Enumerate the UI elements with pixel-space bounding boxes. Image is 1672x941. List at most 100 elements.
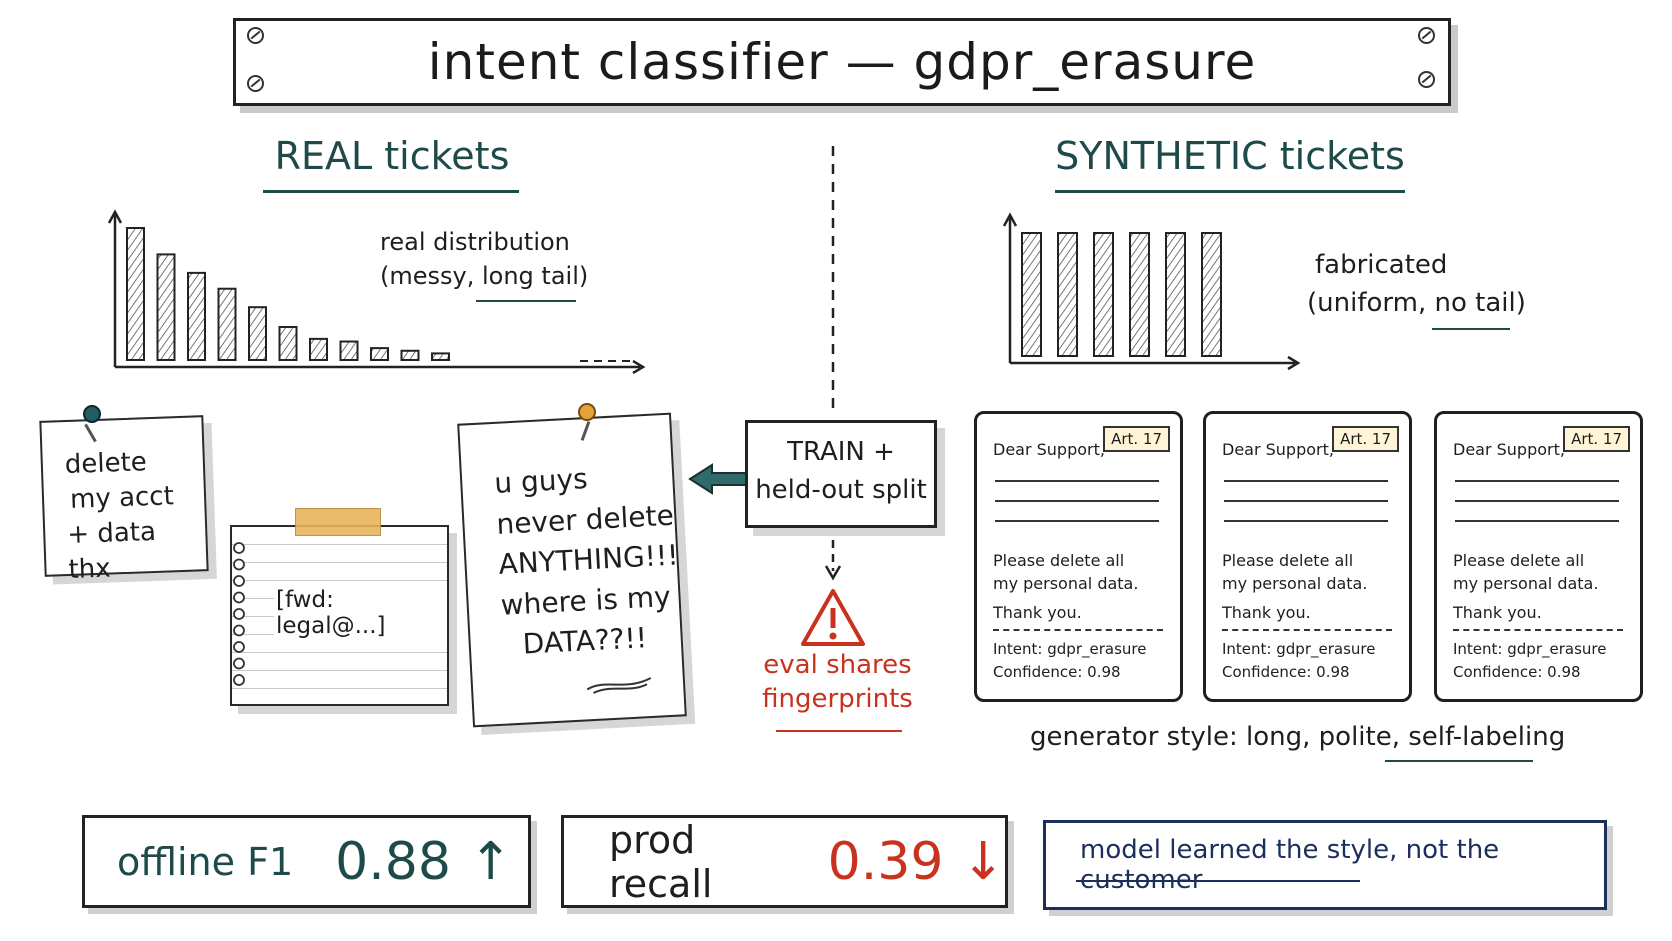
chart-bar — [1021, 232, 1042, 357]
torn-note: u guys never delete ANYTHING!!! where is… — [457, 412, 687, 728]
article-badge: Art. 17 — [1332, 426, 1399, 452]
screw-icon — [247, 27, 264, 44]
sticky-note-text: delete my acct + data thx — [64, 447, 175, 586]
real-chart-caption-2: (messy, long tail) — [380, 262, 589, 290]
title-banner: intent classifier — gdpr_erasure — [233, 18, 1451, 106]
real-distribution-chart — [107, 209, 646, 375]
y-axis-arrow-icon — [107, 209, 123, 224]
synthetic-heading-underline — [1055, 190, 1405, 193]
prod-recall-box: prod recall 0.39 ↓ — [561, 815, 1008, 908]
spiral-ring — [233, 542, 245, 554]
chart-bar — [400, 349, 420, 361]
spiral-ring — [233, 641, 245, 653]
synthetic-chart-caption-2: (uniform, no tail) — [1307, 288, 1526, 318]
card-divider — [1222, 629, 1392, 631]
card-thanks: Thank you. — [1453, 603, 1542, 622]
card-intent: Intent: gdpr_erasure — [993, 640, 1147, 658]
chart-bar — [278, 326, 298, 361]
article-badge: Art. 17 — [1563, 426, 1630, 452]
card-divider — [1453, 629, 1623, 631]
card-divider — [993, 629, 1163, 631]
chart-bar — [370, 347, 389, 361]
card-thanks: Thank you. — [993, 603, 1082, 622]
text-line — [1224, 500, 1388, 502]
conclusion-text: model learned the style, not the custome… — [1080, 835, 1500, 895]
sticky-note: delete my acct + data thx — [39, 415, 209, 585]
split-line-2: held-out split — [755, 475, 927, 505]
screw-icon — [1418, 71, 1435, 88]
chart-bar — [156, 253, 176, 361]
up-arrow-icon: ↑ — [468, 831, 513, 892]
real-chart-caption-1: real distribution — [380, 228, 570, 256]
synthetic-chart-caption-1: fabricated — [1315, 250, 1448, 280]
down-arrow-icon: ↓ — [961, 831, 1005, 892]
real-heading-underline — [263, 190, 519, 193]
spiral-ring — [233, 591, 245, 604]
warning-line-2: fingerprints — [762, 684, 913, 714]
chart-bar — [309, 337, 328, 362]
prod-value: 0.39 — [827, 831, 944, 892]
text-line — [1455, 500, 1619, 502]
text-line — [1455, 480, 1619, 482]
torn-note-text: u guys never delete ANYTHING!!! where is… — [493, 462, 680, 662]
card-intent: Intent: gdpr_erasure — [1453, 640, 1607, 658]
card-confidence: Confidence: 0.98 — [1453, 663, 1581, 681]
card-body-1: Please delete all — [993, 551, 1125, 570]
warning-line-1: eval shares — [763, 650, 912, 680]
warning-underline — [776, 730, 902, 732]
notebook-text: [fwd: legal@...] — [274, 587, 447, 639]
chart-bar — [187, 271, 206, 361]
x-axis-arrow-icon — [632, 359, 646, 375]
card-greeting: Dear Support, — [1222, 440, 1334, 459]
text-line — [995, 520, 1159, 522]
card-body-2: my personal data. — [1222, 574, 1368, 593]
synthetic-distribution-chart — [1002, 212, 1301, 371]
generator-style: generator style: long, polite, self-labe… — [1030, 722, 1566, 752]
chart-bar — [126, 227, 145, 361]
text-line — [1455, 520, 1619, 522]
notebook-page: [fwd: legal@...] — [230, 525, 449, 706]
card-greeting: Dear Support, — [993, 440, 1105, 459]
card-confidence: Confidence: 0.98 — [1222, 663, 1350, 681]
split-line-1: TRAIN + — [787, 437, 895, 467]
chart-bar — [248, 306, 267, 361]
y-axis-arrow-icon — [1002, 212, 1018, 227]
chart-bar — [1201, 232, 1222, 357]
chart-bar — [1057, 232, 1078, 357]
center-divider — [824, 146, 842, 581]
spiral-binding — [233, 542, 245, 686]
x-axis-arrow-icon — [1287, 355, 1301, 371]
text-line — [1224, 480, 1388, 482]
text-line — [1224, 520, 1388, 522]
spiral-ring — [233, 558, 245, 571]
card-body-1: Please delete all — [1222, 551, 1354, 570]
chart-bar — [339, 340, 359, 362]
card-greeting: Dear Support, — [1453, 440, 1565, 459]
left-arrow-icon — [688, 463, 747, 495]
offline-value: 0.88 — [335, 831, 451, 892]
spiral-ring — [233, 575, 245, 587]
text-line — [995, 480, 1159, 482]
generator-underline — [1385, 760, 1533, 762]
card-intent: Intent: gdpr_erasure — [1222, 640, 1376, 658]
spiral-ring — [233, 624, 245, 637]
chart-bar — [1093, 232, 1114, 357]
synthetic-heading: SYNTHETIC tickets — [1055, 134, 1405, 178]
chart-bar — [1165, 232, 1186, 357]
spiral-ring — [233, 608, 245, 620]
tape — [295, 508, 381, 536]
card-body-2: my personal data. — [993, 574, 1139, 593]
screw-icon — [1418, 27, 1435, 44]
card-thanks: Thank you. — [1222, 603, 1311, 622]
train-split-box: TRAIN + held-out split — [745, 420, 937, 528]
card-body-1: Please delete all — [1453, 551, 1585, 570]
offline-label: offline F1 — [117, 839, 294, 884]
card-body-2: my personal data. — [1453, 574, 1599, 593]
pin-icon — [83, 405, 101, 443]
caption-underline — [476, 300, 576, 302]
article-badge: Art. 17 — [1103, 426, 1170, 452]
pin-icon — [578, 403, 596, 441]
scribble — [586, 677, 652, 694]
